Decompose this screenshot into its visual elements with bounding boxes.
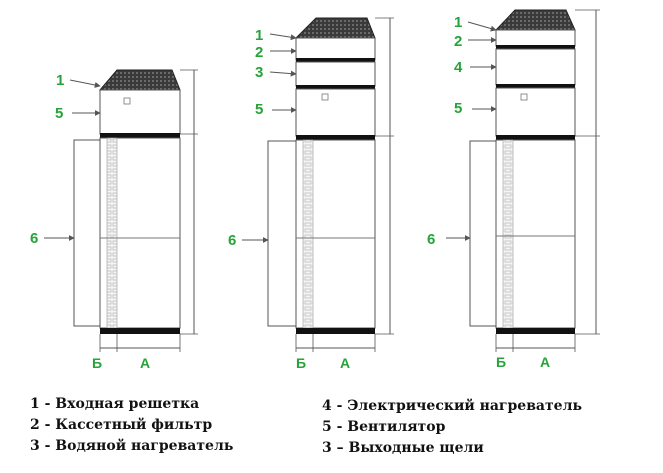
dim-b: Б [92, 355, 102, 371]
label-6: 6 [30, 230, 38, 247]
legend-item: 5 - Вентилятор [322, 419, 446, 435]
legend-item: 4 - Электрический нагреватель [322, 398, 582, 414]
dim-a: А [140, 355, 150, 371]
label-4: 4 [454, 59, 463, 76]
inlet-grille [294, 17, 376, 39]
legend-item: 2 - Кассетный фильтр [30, 417, 213, 433]
label-1: 1 [56, 72, 64, 89]
label-5: 5 [255, 101, 263, 118]
fan-marker [520, 93, 528, 101]
fan-section [99, 89, 181, 135]
fan-section [295, 88, 376, 137]
band [100, 133, 180, 138]
band [100, 328, 180, 334]
label-5: 5 [55, 105, 63, 122]
inlet-grille [494, 9, 576, 31]
label-2: 2 [454, 33, 462, 50]
band [496, 328, 575, 334]
label-6: 6 [228, 232, 236, 249]
legend-left: 1 - Входная решетка 2 - Кассетный фильтр… [30, 394, 233, 457]
filter-section [295, 37, 376, 61]
leader-arrow [69, 79, 101, 88]
dim-b: Б [496, 354, 506, 370]
unit-2: 1 2 3 5 6 Б А [228, 17, 394, 371]
legend-item: 3 – Выходные щели [322, 440, 484, 456]
outlet-slots [502, 139, 514, 329]
outlet-slots [302, 139, 314, 329]
leader-arrow [269, 33, 297, 41]
dim-b: Б [296, 355, 306, 371]
label-5: 5 [454, 100, 462, 117]
band [296, 58, 375, 62]
legend-item: 3 - Водяной нагреватель [30, 438, 234, 454]
band [296, 85, 375, 89]
outlet-slots [106, 137, 118, 329]
fan-section [495, 87, 576, 137]
leader-arrow [269, 70, 297, 77]
label-3: 3 [255, 64, 263, 81]
air-handling-units-diagram: 1 5 6 Б А 1 2 3 5 6 [30, 9, 600, 371]
filter-section [495, 29, 576, 47]
bracket-6 [469, 140, 496, 327]
electric-heater-section [495, 48, 576, 86]
legend-right: 4 - Электрический нагреватель 5 - Вентил… [322, 396, 582, 459]
band [296, 135, 375, 140]
band [496, 135, 575, 140]
inlet-grille [98, 69, 181, 91]
unit-1: 1 5 6 Б А [30, 69, 198, 371]
label-6: 6 [427, 231, 435, 248]
dim-a: А [540, 354, 550, 370]
fan-marker [321, 93, 329, 101]
leader-arrow [467, 21, 497, 32]
band [496, 84, 575, 88]
unit-3: 1 2 4 5 6 Б А [427, 9, 600, 370]
dim-a: А [340, 355, 350, 371]
heater-section [295, 61, 376, 87]
band [496, 45, 575, 49]
label-2: 2 [255, 44, 263, 61]
label-1: 1 [454, 14, 462, 31]
label-1: 1 [255, 27, 263, 44]
bracket-6 [73, 139, 100, 327]
fan-marker [123, 97, 131, 105]
bracket-6 [267, 140, 296, 327]
band [296, 328, 375, 334]
legend-item: 1 - Входная решетка [30, 396, 200, 412]
